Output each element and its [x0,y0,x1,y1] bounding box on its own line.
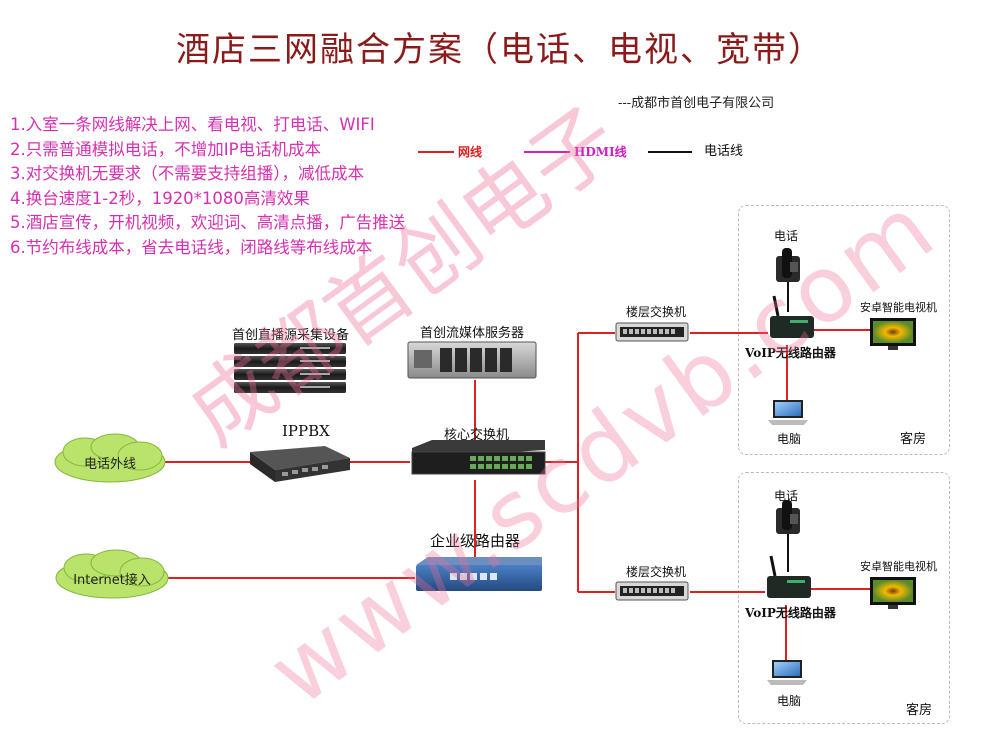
enterprise-router-icon [416,557,542,591]
label-ippbx: IPPBX [282,422,330,440]
feature-item: 6.节约布线成本，省去电话线，闭路线等布线成本 [10,237,373,257]
label-room2-pc: 电脑 [777,694,802,708]
feature-item: 3.对交换机无要求（不需要支持组播），减低成本 [10,164,364,183]
legend-phone-line [648,151,692,153]
media-server-icon [407,341,537,379]
feature-item: 5.酒店宣传，开机视频，欢迎词、高清点播，广告推送 [10,213,406,232]
company-name: ---成都市首创电子有限公司 [618,96,775,111]
label-room1-pc: 电脑 [777,432,802,446]
phone-line-cloud-icon [54,433,166,483]
feature-item: 1.入室一条网线解决上网、看电视、打电话、WIFI [10,115,375,134]
internet-cloud-icon [55,549,169,599]
core-switch-icon [411,440,546,475]
legend-network-line [418,151,454,153]
label-room2-tv: 安卓智能电视机 [860,560,937,573]
room2-tv-icon [870,577,916,609]
label-room1-tv: 安卓智能电视机 [860,301,937,314]
room1-router-icon [770,295,814,338]
room1-tv-icon [870,318,916,350]
guest-room-box-2 [738,472,950,724]
legend-hdmi-line [524,151,570,153]
legend-phone-label: 电话线 [704,144,744,159]
label-floor-switch-2: 楼层交换机 [626,565,687,579]
floor-switch-1-icon [615,322,689,342]
label-phone-external: 电话外线 [83,457,136,472]
feature-list: 1.入室一条网线解决上网、看电视、打电话、WIFI 2.只需普通模拟电话，不增加… [10,113,405,260]
room2-pc-icon [767,660,807,685]
room2-phone-icon [776,500,800,534]
label-internet: Internet接入 [73,573,151,588]
label-room2: 客房 [906,703,933,718]
floor-switch-2-icon [615,581,689,601]
guest-room-box-1 [738,205,950,455]
feature-item: 2.只需普通模拟电话，不增加IP电话机成本 [10,139,322,159]
room1-phone-icon [776,248,800,282]
label-media-server: 首创流媒体服务器 [420,326,525,341]
label-room1-router: VoIP无线路由器 [745,346,836,360]
label-core-switch: 核心交换机 [444,428,510,443]
label-room1: 客房 [900,432,927,447]
legend-hdmi-label: HDMI线 [574,145,627,159]
label-live-capture: 首创直播源采集设备 [232,328,350,343]
room2-router-icon [767,555,811,598]
legend-network-label: 网线 [458,145,483,159]
label-floor-switch-1: 楼层交换机 [626,305,687,319]
label-room1-phone: 电话 [774,229,799,243]
room1-pc-icon [768,400,808,425]
page-title: 酒店三网融合方案（电话、电视、宽带） [176,30,824,70]
feature-item: 4.换台速度1-2秒，1920*1080高清效果 [10,188,310,208]
label-room2-router: VoIP无线路由器 [745,606,836,620]
live-capture-device-icon [234,343,346,393]
label-enterprise-router: 企业级路由器 [430,532,521,550]
ippbx-icon [250,446,350,482]
label-room2-phone: 电话 [774,489,799,503]
